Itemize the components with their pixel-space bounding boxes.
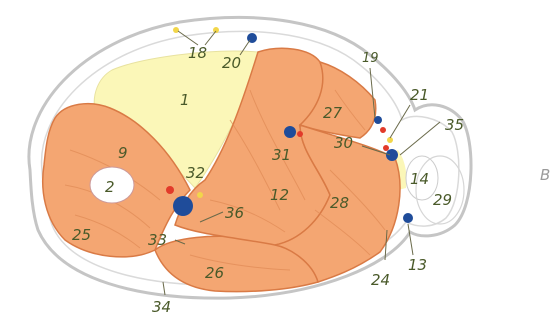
label-B: B bbox=[540, 166, 550, 184]
artery-dot bbox=[383, 145, 389, 151]
label-18: 18 bbox=[188, 44, 207, 62]
label-33: 33 bbox=[148, 231, 167, 249]
label-36: 36 bbox=[225, 204, 244, 222]
vein-dot bbox=[374, 116, 382, 124]
label-12: 12 bbox=[270, 186, 289, 204]
label-32: 32 bbox=[186, 164, 205, 182]
artery-dot bbox=[297, 131, 303, 137]
label-30: 30 bbox=[334, 134, 353, 152]
vein-dot bbox=[386, 149, 398, 161]
label-27: 27 bbox=[323, 104, 343, 122]
region-35-fat bbox=[394, 150, 407, 190]
label-34: 34 bbox=[152, 298, 171, 316]
vein-dot bbox=[284, 126, 296, 138]
label-21: 21 bbox=[410, 86, 429, 104]
label-1: 1 bbox=[180, 91, 190, 109]
label-2: 2 bbox=[105, 178, 115, 196]
label-35: 35 bbox=[445, 116, 464, 134]
bone-14 bbox=[405, 155, 439, 201]
vessels bbox=[166, 27, 413, 223]
label-9: 9 bbox=[118, 144, 128, 162]
artery-dot bbox=[380, 127, 386, 133]
nerve-dot bbox=[197, 192, 203, 198]
label-14: 14 bbox=[410, 170, 429, 188]
muscle-27 bbox=[298, 60, 377, 139]
nerve-dot bbox=[173, 27, 179, 33]
nerve-dot bbox=[387, 137, 393, 143]
label-28: 28 bbox=[330, 194, 349, 212]
artery-dot bbox=[166, 186, 174, 194]
label-31: 31 bbox=[272, 146, 291, 164]
labels: 1 2 9 12 13 14 18 19 20 21 24 25 26 27 2… bbox=[72, 44, 550, 316]
bone-2 bbox=[89, 166, 135, 204]
label-29: 29 bbox=[433, 191, 452, 209]
label-24: 24 bbox=[371, 271, 390, 289]
vein-dot bbox=[403, 213, 413, 223]
vein-dot bbox=[173, 196, 193, 216]
label-26: 26 bbox=[205, 264, 224, 282]
leader-lines bbox=[162, 30, 441, 296]
label-25: 25 bbox=[72, 226, 91, 244]
label-13: 13 bbox=[408, 256, 427, 274]
label-20: 20 bbox=[222, 54, 241, 72]
nerve-dot bbox=[213, 27, 219, 33]
label-19: 19 bbox=[362, 51, 379, 66]
bone-29 bbox=[415, 155, 465, 225]
